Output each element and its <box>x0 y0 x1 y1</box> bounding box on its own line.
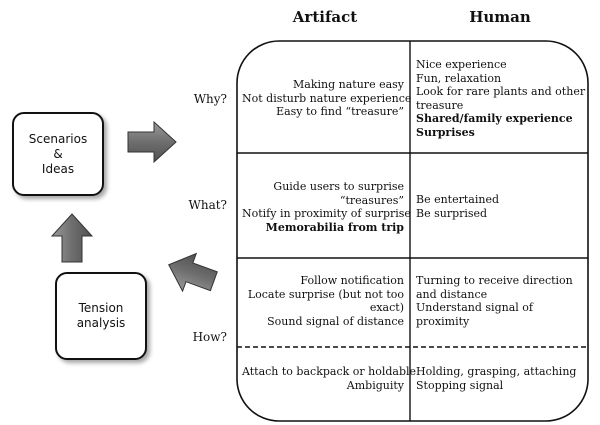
scenarios-ideas-box: Scenarios & Ideas <box>12 112 104 196</box>
cell-line: proximity <box>416 314 470 328</box>
column-header-artifact: Artifact <box>292 8 358 26</box>
box-label: & <box>53 146 63 161</box>
cell-why-human: Nice experience Fun, relaxation Look for… <box>416 58 586 139</box>
arrow-left <box>168 252 218 293</box>
cell-line: Notify in proximity of surprise <box>242 207 411 220</box>
cell-line: Be entertained <box>416 193 500 206</box>
matrix-frame <box>236 40 589 422</box>
cell-line: Understand signal of <box>416 301 533 314</box>
cell-line: Making nature easy <box>293 78 404 91</box>
cell-line: and distance <box>416 287 488 301</box>
cell-line-bold: Shared/family experience <box>416 112 573 125</box>
cell-line: Be surprised <box>416 206 488 220</box>
cell-line: Look for rare plants and other <box>416 85 586 98</box>
cell-why-artifact: Making nature easy Not disturb nature ex… <box>242 78 412 119</box>
arrow-right <box>127 120 177 164</box>
cell-line: “treasures” <box>339 193 404 207</box>
box-label: analysis <box>76 316 126 330</box>
tension-analysis-box: Tension analysis <box>55 272 147 360</box>
cell-how-human: Turning to receive direction and distanc… <box>416 274 586 328</box>
cell-line: Easy to find “treasure” <box>276 105 404 118</box>
column-header-human: Human <box>469 8 531 26</box>
box-label: Scenarios <box>28 131 88 146</box>
box-label: Tension <box>78 301 124 315</box>
cell-line: Nice experience <box>416 58 507 71</box>
cell-line: Ambiguity <box>346 378 404 392</box>
cell-line: Holding, grasping, attaching <box>416 365 577 378</box>
cell-line: Guide users to surprise <box>273 180 404 193</box>
cell-what-human: Be entertained Be surprised <box>416 193 586 220</box>
cell-line: Turning to receive direction <box>416 274 573 287</box>
cell-line: exact) <box>369 301 404 314</box>
cell-line: Stopping signal <box>416 378 504 392</box>
cell-how-artifact: Follow notification Locate surprise (but… <box>242 274 404 328</box>
box-label: Ideas <box>41 161 75 176</box>
cell-line: Fun, relaxation <box>416 71 502 85</box>
cell-line: Not disturb nature experience <box>242 91 412 105</box>
arrow-up <box>50 213 94 263</box>
row-label-how: How? <box>192 330 227 344</box>
cell-line: Locate surprise (but not too <box>247 287 404 301</box>
row-label-why: Why? <box>193 92 227 106</box>
cell-extra-artifact: Attach to backpack or holdable Ambiguity <box>242 365 417 392</box>
cell-line: Attach to backpack or holdable <box>242 365 417 378</box>
cell-line-bold: Memorabilia from trip <box>265 220 404 234</box>
cell-line: treasure <box>416 98 464 112</box>
cell-line: Follow notification <box>300 274 404 287</box>
cell-what-artifact: Guide users to surprise “treasures” Noti… <box>242 180 411 234</box>
cell-line: Sound signal of distance <box>267 314 404 328</box>
cell-line-bold: Surprises <box>416 125 475 139</box>
cell-extra-human: Holding, grasping, attaching Stopping si… <box>416 365 586 392</box>
row-label-what: What? <box>188 198 227 212</box>
